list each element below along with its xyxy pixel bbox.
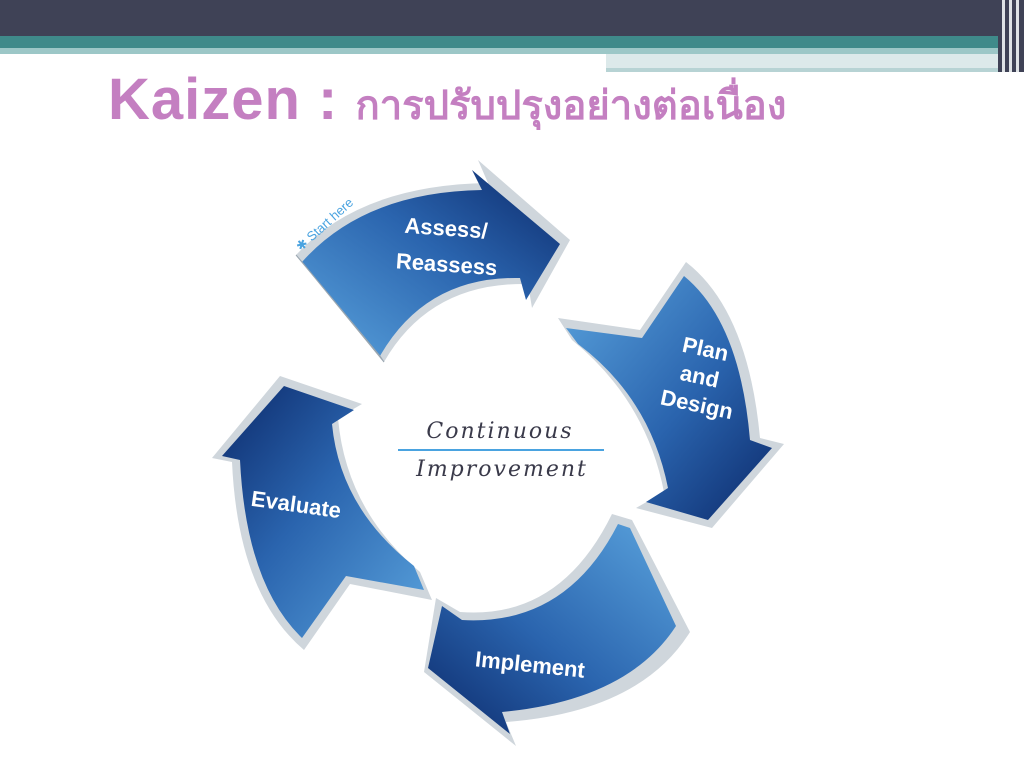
center-label-improvement: Improvement bbox=[415, 457, 588, 482]
step-arrow-evaluate: Evaluate bbox=[212, 376, 432, 650]
header-bar-step-line bbox=[606, 68, 1000, 72]
header-bar-teal-light bbox=[0, 48, 1000, 54]
center-label: Continuous Improvement bbox=[398, 419, 604, 482]
step-label-plan: Plan and Design bbox=[658, 330, 747, 424]
header-bar-dark bbox=[0, 0, 1024, 36]
step-label-assess: Assess/ Reassess bbox=[395, 212, 501, 280]
page-title: Kaizen : การปรับปรุงอย่างต่อเนื่อง bbox=[108, 66, 786, 137]
title-thai: การปรับปรุงอย่างต่อเนื่อง bbox=[355, 83, 787, 129]
title-main: Kaizen : bbox=[108, 67, 356, 132]
step-arrow-plan: Plan and Design bbox=[558, 262, 784, 528]
step-arrow-implement: Implement bbox=[424, 514, 690, 746]
header-bar-step bbox=[606, 54, 1000, 68]
center-label-continuous: Continuous bbox=[426, 419, 573, 444]
step-arrow-assess: Assess/ Reassess bbox=[295, 160, 570, 363]
header-vertical-lines bbox=[996, 0, 1024, 72]
header-bar-teal bbox=[0, 36, 1000, 48]
